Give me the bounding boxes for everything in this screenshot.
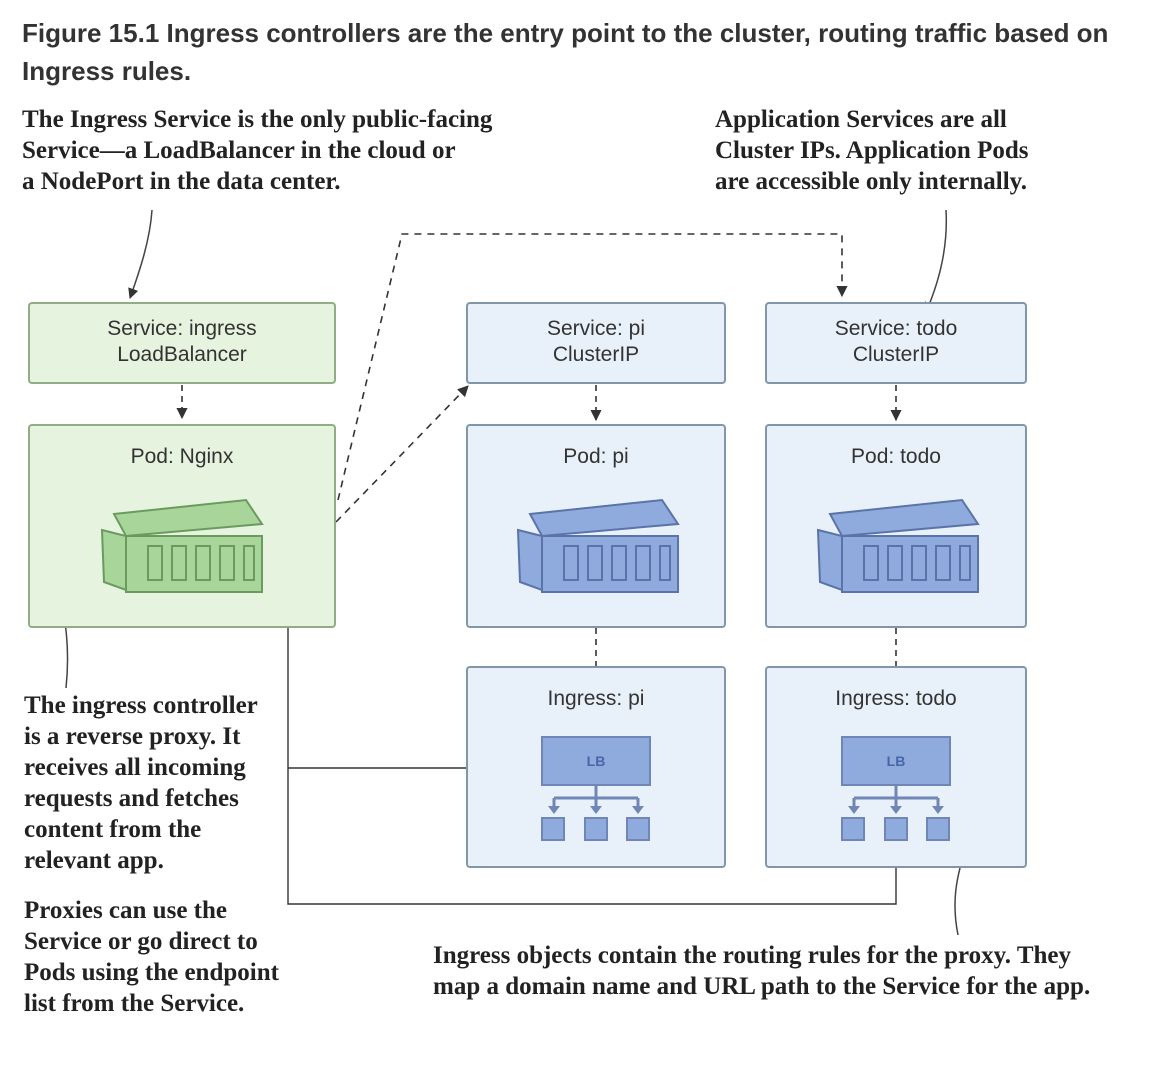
load-balancer-icon: LB (841, 736, 951, 786)
routing-arrows-icon (541, 786, 650, 841)
routing-arrows-icon (841, 786, 950, 841)
service-ingress-label: Service: ingress LoadBalancer (107, 317, 257, 366)
pointer-ingress-service (128, 209, 153, 299)
container-icon (816, 498, 980, 593)
callout-proxies: Proxies can use the Service or go direct… (24, 897, 279, 1017)
pointer-application-services (924, 209, 948, 313)
ingress-pi-label: Ingress: pi (547, 687, 645, 710)
container-icon (100, 498, 264, 593)
service-ingress-box: Service: ingress LoadBalancer (28, 302, 336, 384)
callout-ingress-objects: Ingress objects contain the routing rule… (433, 942, 1091, 1000)
service-pi-box: Service: pi ClusterIP (466, 302, 726, 384)
pod-todo-label: Pod: todo (851, 445, 941, 468)
callout-ingress-controller: The ingress controller is a reverse prox… (24, 692, 258, 874)
pod-nginx-label: Pod: Nginx (130, 445, 234, 468)
service-todo-box: Service: todo ClusterIP (765, 302, 1027, 384)
figure-title: Figure 15.1 Ingress controllers are the … (22, 18, 1109, 86)
container-icon (516, 498, 680, 593)
service-todo-label: Service: todo ClusterIP (834, 317, 958, 366)
ingress-todo-label: Ingress: todo (835, 687, 957, 710)
pod-pi-label: Pod: pi (563, 445, 629, 468)
service-pi-label: Service: pi ClusterIP (546, 317, 646, 366)
callout-ingress-service: The Ingress Service is the only public-f… (22, 106, 493, 195)
load-balancer-icon: LB (541, 736, 651, 786)
callout-application-services: Application Services are all Cluster IPs… (715, 106, 1029, 195)
